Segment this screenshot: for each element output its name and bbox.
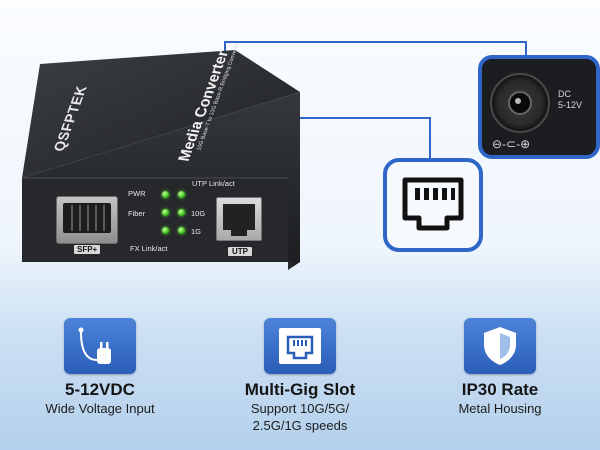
dc-voltage-label: 5-12V [558,100,583,110]
feature-multigig-desc-line2: 2.5G/1G speeds [252,418,348,433]
device-top [22,50,300,178]
utp-link-label: UTP Link/act [192,179,235,188]
feature-ip30: IP30 Rate Metal Housing [400,318,600,417]
feature-voltage-desc: Wide Voltage Input [45,401,155,416]
dc-jack-callout: DC 5-12V ⊖-⊂-⊕ [478,55,600,159]
feature-voltage-heading: 5-12VDC [65,380,135,399]
sfp-port [56,196,118,244]
product-scene: QSFPTEK Media Converter 10G Base-T to 10… [22,41,600,270]
feature-ip30-desc: Metal Housing [458,401,542,416]
feature-multigig-desc-line1: Support 10G/5G/ [250,401,350,416]
rj45-port-icon [402,177,464,231]
speed-1g-led [178,227,185,234]
sfp-port-label: SFP+ [74,245,101,254]
fiber-led [162,209,169,216]
dc-label: DC [558,89,571,99]
speed-1g-label: 1G [191,227,202,236]
feature-multigig-heading: Multi-Gig Slot [244,380,356,399]
polarity-symbol: ⊖-⊂-⊕ [492,137,531,151]
utp-link-led [178,191,185,198]
pwr-led [162,191,169,198]
feature-voltage: 5-12VDC Wide Voltage Input [0,318,200,417]
fx-link-led [162,227,169,234]
dc-text: DC 5-12V [558,89,582,111]
pwr-label: PWR [128,189,146,198]
rj45-callout [383,158,483,252]
power-adapter-icon [64,318,136,374]
utp-port [216,197,262,241]
speed-10g-label: 10G [191,209,206,218]
speed-10g-led [178,209,185,216]
feature-multigig: Multi-Gig Slot Support 10G/5G/ 2.5G/1G s… [200,318,400,434]
fiber-label: Fiber [128,209,146,218]
feature-ip30-heading: IP30 Rate [461,380,539,399]
shield-icon [464,318,536,374]
ethernet-port-icon [264,318,336,374]
fx-link-label: FX Link/act [130,244,168,253]
utp-port-label: UTP [228,247,252,256]
